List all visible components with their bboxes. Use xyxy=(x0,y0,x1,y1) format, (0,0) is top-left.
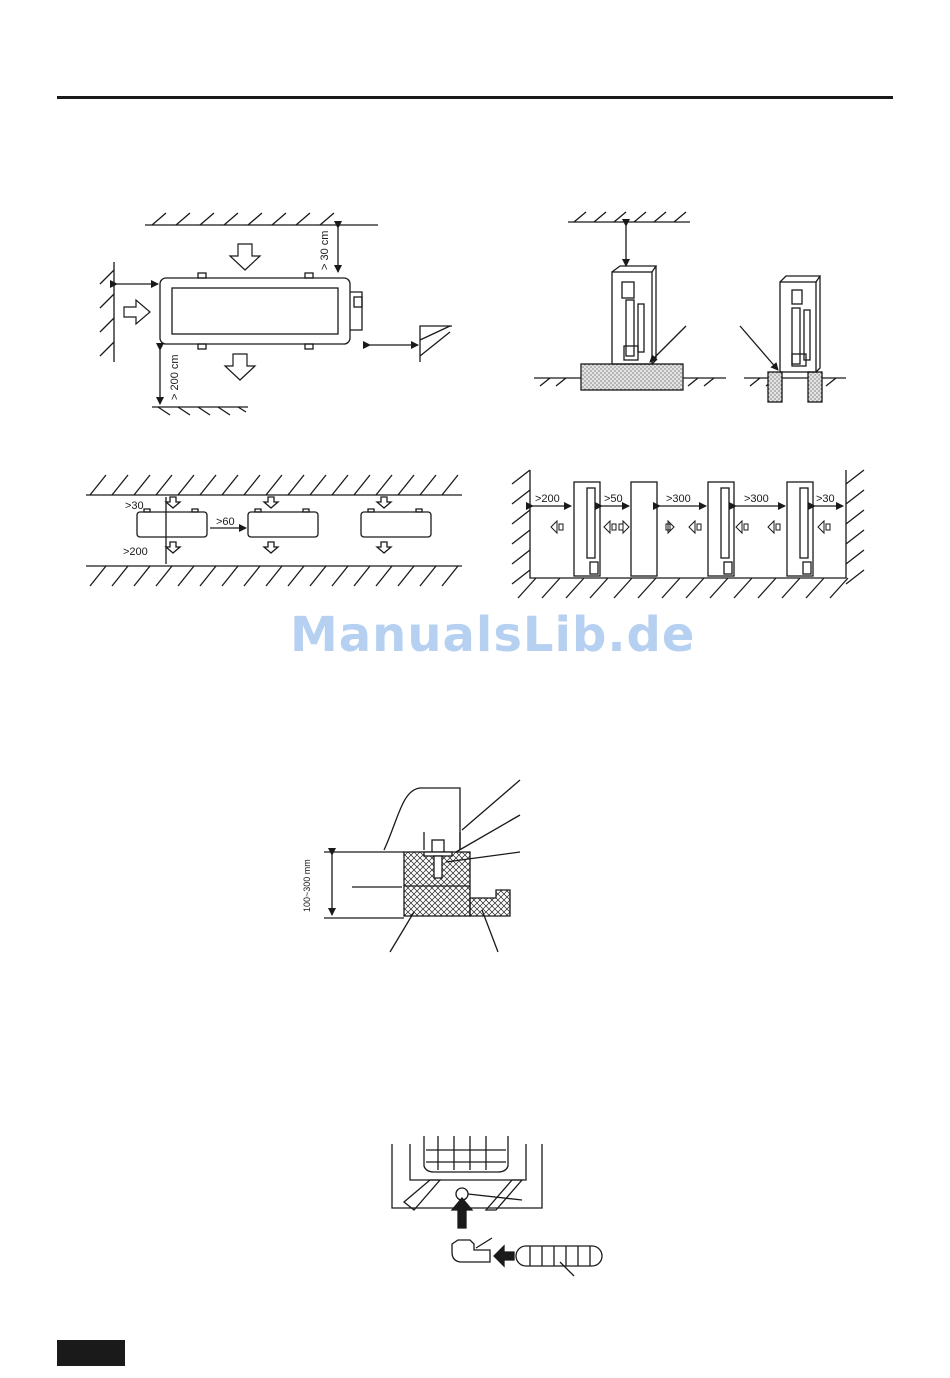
indoor-clearance-figure xyxy=(100,213,452,415)
floor-gap-5: >30 xyxy=(816,493,835,505)
page-number-box xyxy=(57,1340,125,1366)
outdoor-row-figure xyxy=(512,470,864,598)
foundation-figure xyxy=(324,780,520,952)
floor-gap-4: >300 xyxy=(744,493,769,505)
bottom-clearance-label: > 200 cm xyxy=(169,354,181,400)
row-between-gap: >60 xyxy=(216,516,235,528)
row-bottom-gap: >200 xyxy=(123,546,148,558)
drain-figure xyxy=(392,1136,602,1276)
watermark-text: ManualsLib.de xyxy=(290,607,695,663)
outdoor-base-figure xyxy=(534,212,846,402)
foundation-height-label: 100~300 mm xyxy=(302,859,312,912)
indoor-row-figure xyxy=(86,475,462,586)
floor-gap-1: >200 xyxy=(535,493,560,505)
row-top-gap: >30 xyxy=(125,500,144,512)
top-clearance-label: > 30 cm xyxy=(319,231,331,270)
floor-gap-3: >300 xyxy=(666,493,691,505)
floor-gap-2: >50 xyxy=(604,493,623,505)
